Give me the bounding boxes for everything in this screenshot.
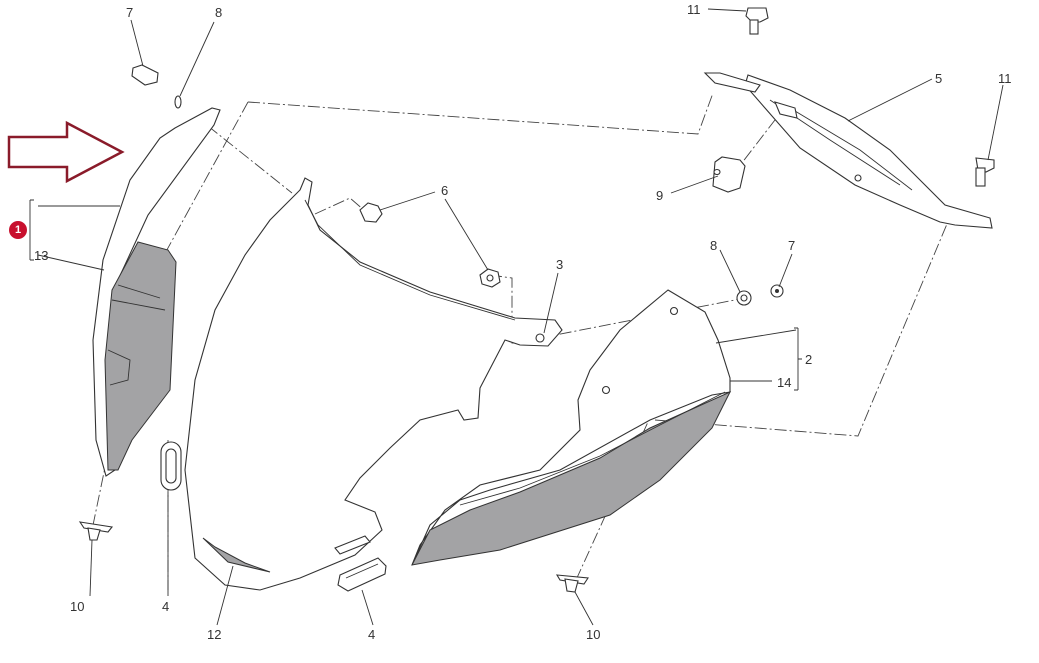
part-8-washer	[174, 95, 182, 109]
ref-4-left: 4	[162, 599, 169, 614]
ref-14: 14	[777, 375, 791, 390]
ref-9: 9	[656, 188, 663, 203]
leader-lines	[29, 8, 1004, 626]
part-4-grommet	[160, 441, 182, 491]
part-14-side-panel	[411, 289, 732, 566]
part-5-bracket	[703, 72, 993, 229]
part-10-clip	[78, 521, 114, 541]
ref-4-bottom: 4	[368, 627, 375, 642]
ref-11-top: 11	[687, 2, 701, 17]
pointer-arrow	[7, 120, 125, 184]
part-7-screw	[131, 64, 159, 86]
reference-labels: 7 8 11 5 11 9 6 3 8 7 2 14 13 10 4 12 4 …	[34, 2, 1012, 642]
ref-11-right: 11	[998, 71, 1012, 86]
part-8-washer	[736, 290, 752, 306]
part-13-side-panel	[92, 107, 221, 477]
ref-8-right: 8	[710, 238, 717, 253]
ref-5: 5	[935, 71, 942, 86]
ref-12: 12	[207, 627, 221, 642]
ref-2: 2	[805, 352, 812, 367]
part-4-grommet	[337, 557, 387, 592]
callout-badge-1: 1	[9, 221, 27, 239]
part-12-front-fairing	[184, 177, 563, 591]
ref-8-top: 8	[215, 5, 222, 20]
part-6-nut	[359, 202, 383, 223]
ref-10-bottom: 10	[586, 627, 600, 642]
part-10-clip	[555, 574, 589, 593]
ref-7-top: 7	[126, 5, 133, 20]
ref-10-left: 10	[70, 599, 84, 614]
ref-7-right: 7	[788, 238, 795, 253]
part-11-screw	[745, 7, 769, 35]
part-6-nut	[479, 268, 501, 288]
part-7-screw	[770, 284, 784, 298]
ref-13: 13	[34, 248, 48, 263]
part-9-spacer	[712, 156, 746, 193]
part-11-screw	[975, 157, 995, 187]
ref-3: 3	[556, 257, 563, 272]
ref-6: 6	[441, 183, 448, 198]
